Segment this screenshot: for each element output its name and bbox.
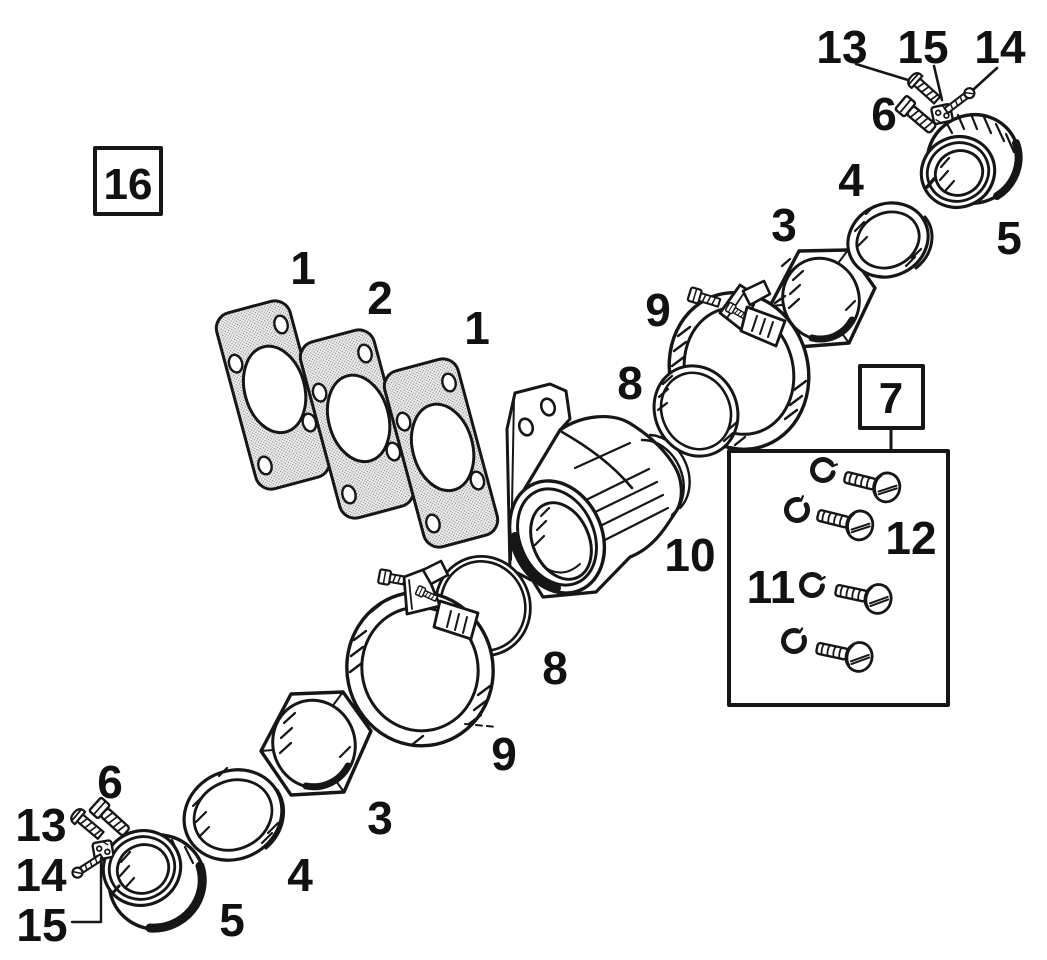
threaded-connector-top: [919, 112, 1023, 209]
hardware-group: [727, 364, 950, 707]
leader-line-15-top: [932, 64, 944, 102]
callout-11: 11: [747, 561, 796, 613]
dashed-mark: [464, 723, 498, 728]
callout-13-bottom: 13: [15, 799, 66, 851]
hose-clamp-bottom: [345, 559, 495, 748]
callout-6-bottom: 6: [97, 756, 123, 808]
callout-7-boxed: 7: [879, 374, 903, 423]
callout-8-bottom: 8: [542, 642, 568, 694]
callout-15-bottom: 15: [16, 899, 67, 951]
locknut-bottom: [259, 690, 373, 797]
seal-ring-top: [846, 201, 934, 279]
locknut-top: [768, 248, 877, 349]
screw-14-bottom-icon: [69, 851, 106, 881]
callout-16-boxed: 16: [104, 160, 153, 209]
callout-labels: 16 7 13 15 14 6 4 3 5 1 2 1 9 8 10 12 11…: [15, 21, 1026, 951]
seal-ring-bottom: [182, 766, 285, 862]
screw-14-top-icon: [942, 85, 978, 116]
leader-line-15-bottom: [70, 856, 103, 924]
callout-12: 12: [885, 512, 936, 564]
threaded-connector-bottom: [101, 829, 207, 933]
callout-14-bottom: 14: [15, 849, 67, 901]
callout-8-top: 8: [617, 357, 643, 409]
callout-14-top: 14: [974, 21, 1026, 73]
callout-2: 2: [367, 272, 393, 324]
hardware-group-box: [727, 449, 950, 707]
callout-9-top: 9: [645, 284, 671, 336]
callout-6-top: 6: [871, 88, 897, 140]
callout-13-top: 13: [816, 21, 867, 73]
callout-3-bottom: 3: [367, 792, 393, 844]
callout-10: 10: [664, 529, 715, 581]
callout-1-right: 1: [464, 302, 490, 354]
hose-sleeve-top: [652, 364, 740, 458]
exhaust-elbow: [505, 382, 691, 599]
callout-15-top: 15: [897, 21, 948, 73]
callout-4-bottom: 4: [287, 849, 313, 901]
callout-1-left: 1: [290, 242, 316, 294]
leader-line-14-top: [972, 66, 999, 91]
callout-4-top: 4: [838, 154, 864, 206]
figure-number-box: [93, 146, 163, 216]
callout-3-top: 3: [771, 199, 797, 251]
callout-5-bottom: 5: [219, 894, 245, 946]
callout-9-bottom: 9: [491, 728, 517, 780]
top-fasteners: [854, 62, 999, 138]
callout-5-top: 5: [996, 212, 1022, 264]
bottom-fasteners: [67, 796, 134, 924]
leader-line-13-top: [854, 62, 910, 82]
